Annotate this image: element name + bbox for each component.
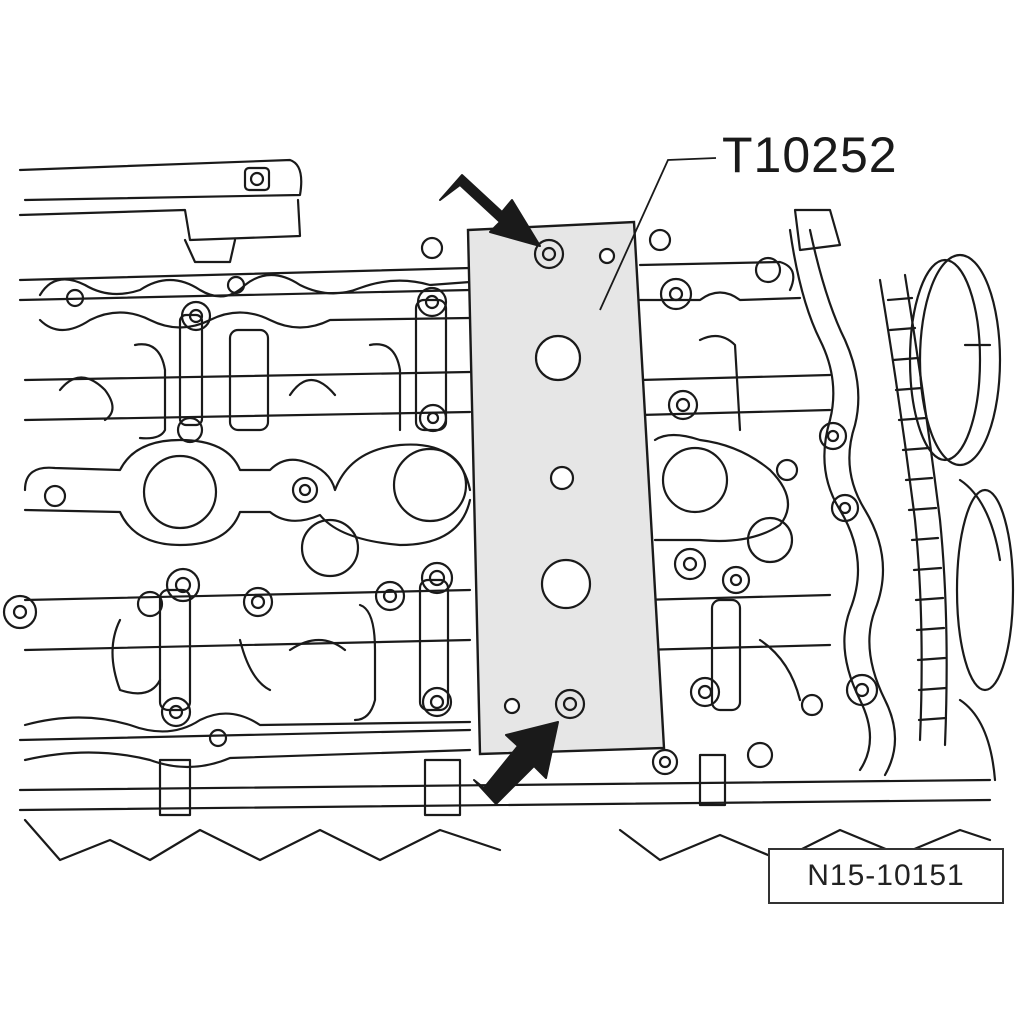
top-left-bracket: [18, 158, 303, 264]
timing-chain: [878, 273, 948, 747]
tool-bolts: [533, 238, 586, 720]
upper-bolt-rail-left: [38, 273, 472, 332]
upper-arrow-icon: [439, 174, 541, 247]
camshaft-sprocket: [908, 253, 1015, 782]
left-bolts-lower: [136, 561, 454, 748]
camshaft-upper-left: [23, 298, 472, 440]
right-head-section: [638, 260, 832, 712]
cylinder-head-outline: [18, 266, 992, 862]
timing-cover-edge: [788, 208, 897, 777]
lower-arrow-icon: [473, 721, 559, 805]
left-cam-bores: [23, 438, 472, 578]
camshaft-lower-left: [2, 578, 472, 722]
lower-bolt-rail-left: [23, 712, 472, 769]
tool-callout-label: T10252: [722, 127, 898, 183]
tool-plate-t10252: [466, 157, 717, 756]
right-bolts: [651, 256, 824, 776]
left-bolts-upper: [176, 286, 448, 444]
figure-id-box: N15-10151: [768, 848, 1004, 904]
upper-flange: [420, 228, 672, 260]
figure-id-text: N15-10151: [807, 859, 965, 892]
